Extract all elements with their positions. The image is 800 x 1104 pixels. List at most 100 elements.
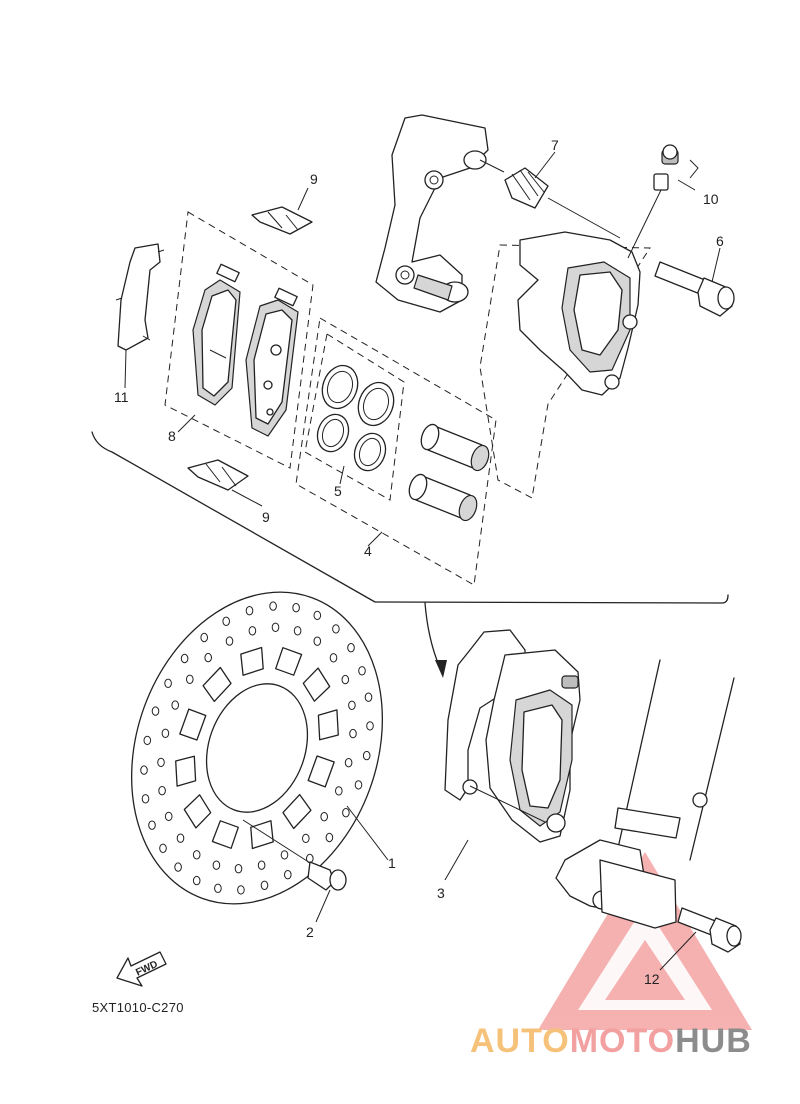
disc-hole <box>349 728 357 739</box>
disc-hole <box>174 862 182 872</box>
caliper-bracket-top <box>375 114 489 313</box>
disc-hole <box>245 606 254 616</box>
part-8-brake-pad-right <box>245 287 299 437</box>
disc-slot <box>183 794 212 829</box>
part-1-brake-disc <box>131 591 383 905</box>
disc-hole <box>347 643 355 653</box>
disc-slot <box>175 755 197 787</box>
part-2-disc-bolt <box>242 819 347 923</box>
callout-5: 5 <box>334 483 342 499</box>
disc-hole <box>143 735 152 746</box>
callout-4: 4 <box>364 543 372 559</box>
part-5-piston-seals <box>316 364 395 472</box>
disc-hole <box>313 610 322 621</box>
disc-slot <box>240 646 264 676</box>
disc-hole <box>292 603 300 613</box>
part-12-mounting-bolt <box>659 907 742 971</box>
disc-hole <box>329 653 338 663</box>
part-8-brake-pad-left <box>192 263 241 406</box>
callout-7: 7 <box>551 137 559 153</box>
disc-holes <box>140 601 374 895</box>
disc-hole <box>176 833 185 843</box>
disc-hole <box>151 706 160 716</box>
disc-hole <box>293 626 302 636</box>
disc-hole <box>180 653 189 664</box>
callout-3: 3 <box>437 885 445 901</box>
disc-hole <box>159 843 167 853</box>
disc-hole <box>358 666 366 676</box>
disc-hole <box>186 674 194 684</box>
disc-hole <box>204 652 212 663</box>
disc-slot <box>179 708 207 741</box>
disc-hole <box>354 780 363 790</box>
svg-text:AUTOMOTOHUB: AUTOMOTOHUB <box>470 1022 752 1060</box>
disc-hole <box>341 674 350 685</box>
watermark-moto: MOTO <box>570 1022 675 1060</box>
caliper-body-outline <box>479 244 651 499</box>
disc-hole <box>161 728 170 738</box>
watermark-hub: HUB <box>675 1022 752 1060</box>
callout-numbers: 1 2 3 4 5 6 7 8 9 9 10 11 12 <box>114 137 724 987</box>
caliper-assembly-bottom <box>444 629 581 843</box>
disc-slot <box>282 793 312 830</box>
caliper-body-top <box>517 231 641 396</box>
part-9-pad-spring-top <box>251 206 313 235</box>
assembly-arrowhead <box>435 660 447 678</box>
disc-hole <box>257 860 266 870</box>
callout-11: 11 <box>114 389 129 405</box>
front-fork-leg <box>555 659 735 929</box>
disc-hole <box>335 786 343 796</box>
disc-hole <box>141 794 150 804</box>
disc-hole <box>148 820 156 830</box>
watermark-auto: AUTO <box>470 1022 570 1060</box>
disc-hole <box>200 632 208 643</box>
disc-hole <box>158 786 166 796</box>
disc-hole <box>214 883 222 893</box>
callout-2: 2 <box>306 924 314 940</box>
part-4-pistons <box>408 423 490 522</box>
disc-hole <box>171 700 179 710</box>
disc-hole <box>260 880 269 890</box>
callout-9-top: 9 <box>310 171 318 187</box>
disc-hole <box>302 833 310 844</box>
callout-6: 6 <box>716 233 724 249</box>
disc-hole <box>362 750 371 761</box>
watermark-logo-triangle <box>538 852 752 1030</box>
callout-1: 1 <box>388 855 396 871</box>
disc-hole <box>157 757 165 768</box>
callout-8: 8 <box>168 428 176 444</box>
part-8-kit-boundary <box>164 211 314 469</box>
part-11-pad-shim <box>115 243 165 351</box>
callout-10: 10 <box>703 191 719 207</box>
disc-slot <box>275 647 303 676</box>
assembly-bracket <box>91 431 729 604</box>
disc-hole <box>212 860 221 870</box>
disc-hole <box>164 678 172 688</box>
part-10-bleed-screw <box>627 144 699 259</box>
part-5-kit-boundary <box>304 333 405 501</box>
drawing-code: 5XT1010-C270 <box>92 1000 184 1015</box>
part-6-bolt <box>654 261 735 317</box>
disc-slots <box>175 646 339 850</box>
disc-hole <box>366 721 374 731</box>
disc-hole <box>192 875 201 886</box>
fwd-arrow-icon: FWD <box>116 951 167 987</box>
disc-hole <box>164 811 173 822</box>
disc-hole <box>332 624 340 634</box>
callout-9-bottom: 9 <box>262 509 270 525</box>
disc-hole <box>280 850 289 860</box>
disc-slot <box>202 666 232 703</box>
disc-hole <box>325 832 334 843</box>
disc-hole <box>237 885 245 895</box>
disc-hole <box>140 765 148 775</box>
disc-hole <box>348 700 356 710</box>
disc-slot <box>307 755 335 788</box>
assembly-arrow <box>424 602 441 669</box>
disc-hole <box>269 601 277 611</box>
disc-hole <box>271 622 280 632</box>
part-7-pin-boot <box>479 159 621 239</box>
disc-slot <box>302 667 331 702</box>
callout-12: 12 <box>644 971 660 987</box>
disc-hole <box>342 808 350 818</box>
